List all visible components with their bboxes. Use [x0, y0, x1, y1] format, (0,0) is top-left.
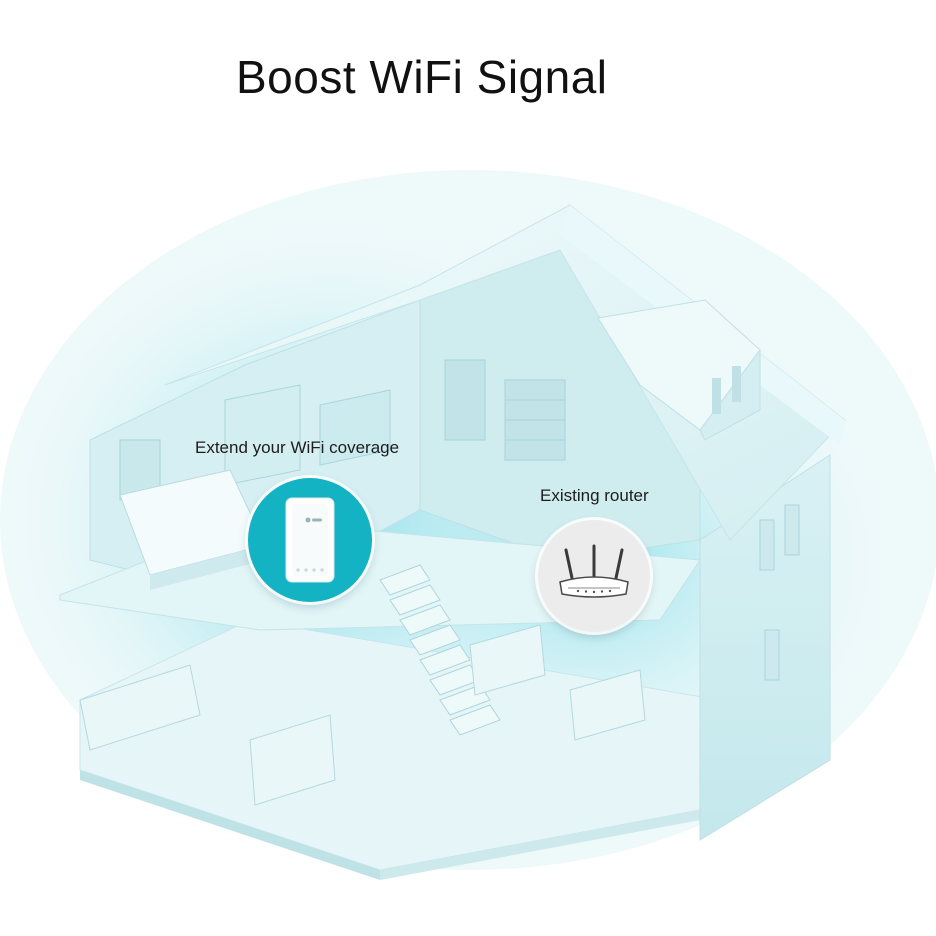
ground-floor-furniture: [79, 624, 646, 806]
house-floor: [79, 619, 721, 880]
house-roof: [164, 204, 846, 541]
range-extender-icon: [285, 497, 335, 583]
house-right-wall: [699, 454, 831, 841]
extender-badge: [248, 478, 372, 602]
page-title: Boost WiFi Signal: [236, 51, 608, 103]
router-caption: Existing router: [540, 486, 649, 505]
staircase: [379, 564, 501, 736]
router-badge: [538, 520, 650, 632]
extender-caption: Extend your WiFi coverage: [195, 438, 400, 457]
router-icon: [559, 544, 629, 598]
upper-floor: [59, 469, 701, 631]
